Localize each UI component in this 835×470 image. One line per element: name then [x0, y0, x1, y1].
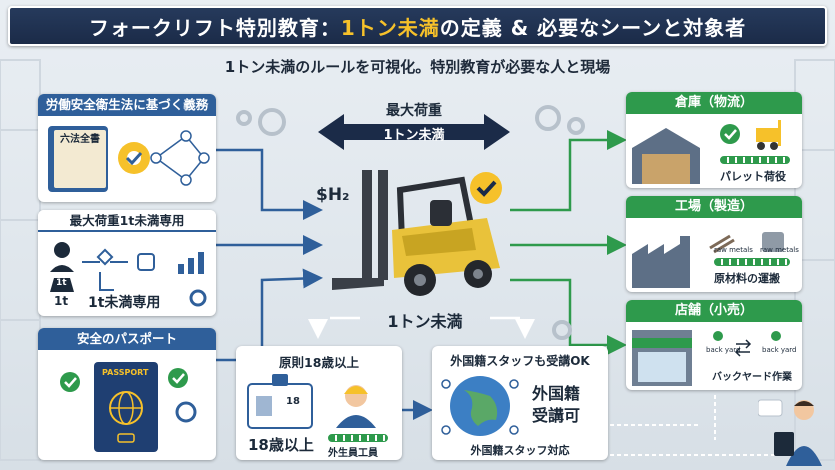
card-age: 原則18歳以上 18 18歳以上 外生員工員	[236, 346, 402, 460]
store-sign: STORE	[648, 324, 674, 332]
dedicated-illustration	[50, 242, 207, 307]
forklift-icon	[756, 120, 781, 150]
pipe-icon	[762, 232, 784, 252]
warehouse-progress-bar	[720, 156, 790, 164]
panel-law: 労働安全衛生法に基づく義務 六法全書	[38, 94, 216, 202]
card-foreign-line1: 外国籍	[532, 384, 581, 403]
card-age-badge: 外生員工員	[328, 448, 378, 459]
card-age-caption: 18歳以上	[248, 436, 314, 454]
capacity-double-arrow	[318, 114, 510, 150]
panel-factory: 工場（製造） raw metals raw metals 原材料の運搬	[626, 196, 802, 292]
id-number: 18	[286, 396, 300, 407]
capacity-label: 最大荷重	[386, 103, 442, 119]
passport-illustration	[60, 362, 197, 452]
panel-store-header: 店舗（小売）	[626, 300, 802, 322]
check-icon	[720, 124, 740, 144]
weight-icon	[50, 278, 74, 292]
id-card-illustration	[247, 374, 376, 429]
panel-warehouse-caption: パレット荷役	[720, 170, 786, 183]
passport-cover-text: PASSPORT	[102, 368, 149, 377]
title-part-3: の定義 & 必要なシーンと対象者	[439, 15, 747, 40]
panel-passport: 安全のパスポート PASSPORT	[38, 328, 216, 460]
forklift-bottom-label: 1トン未満	[387, 312, 463, 331]
panel-factory-caption: 原材料の運搬	[714, 272, 780, 285]
card-foreign-caption: 外国籍スタッフ対応	[470, 444, 570, 457]
manager-with-tablet-illustration	[758, 399, 822, 466]
person-icon	[50, 242, 74, 272]
title-highlight: 1トン未満	[340, 15, 440, 40]
worker-icon	[336, 385, 376, 428]
gear-icon	[118, 142, 150, 174]
factory-tag-1: raw metals	[714, 246, 753, 254]
check-icon	[60, 372, 80, 392]
bar-chart-icon	[178, 252, 204, 274]
check-icon	[470, 172, 502, 204]
panel-warehouse-header: 倉庫（物流）	[626, 92, 802, 114]
panel-law-header: 労働安全衛生法に基づく義務	[38, 94, 216, 116]
card-foreign-title: 外国籍スタッフも受講OK	[450, 354, 590, 368]
book-label: 六法全書	[60, 134, 100, 145]
title-part-1: フォークリフト特別教育：	[88, 15, 341, 40]
weight-badge: 1t	[56, 278, 67, 288]
warehouse-illustration	[632, 120, 781, 184]
age-progress-bar	[328, 434, 388, 442]
dedicated-caption: 1t未満専用	[88, 295, 161, 311]
panel-store-caption: バックヤード作業	[712, 372, 792, 383]
store-tag-2: back yard	[762, 346, 797, 354]
store-tag-1: back yard	[706, 346, 741, 354]
card-age-title: 原則18歳以上	[279, 355, 359, 370]
subtitle: 1トン未満のルールを可視化。特別教育が必要な人と現場	[224, 58, 611, 76]
swap-arrows-icon	[734, 339, 752, 357]
forklift-mark: $H₂	[316, 185, 350, 205]
rebar-icon	[709, 234, 735, 254]
card-foreign-line2: 受講可	[532, 406, 581, 425]
panel-dedicated-header: 最大荷重1t未満専用	[38, 210, 216, 232]
store-illustration	[632, 330, 781, 386]
capacity-value: 1トン未満	[383, 128, 445, 143]
check-icon	[168, 368, 188, 388]
factory-tag-2: raw metals	[760, 246, 799, 254]
page-title: フォークリフト特別教育：1トン未満の定義 & 必要なシーンと対象者	[8, 6, 827, 46]
factory-progress-bar	[714, 258, 790, 266]
weight-small-label: 1t	[54, 294, 69, 308]
card-foreign: 外国籍スタッフも受講OK 外国籍 受講可 外国籍スタッフ対応	[432, 346, 608, 460]
person-icon	[713, 331, 781, 341]
factory-illustration	[632, 232, 784, 288]
panel-factory-header: 工場（製造）	[626, 196, 802, 218]
gear-icon	[175, 401, 197, 423]
panel-store: 店舗（小売） STORE back yard back yard バックヤード作…	[626, 300, 802, 390]
forklift-illustration	[332, 170, 500, 296]
law-illustration	[48, 126, 210, 192]
panel-passport-header: 安全のパスポート	[38, 328, 216, 350]
gear-icon	[189, 289, 207, 307]
panel-dedicated: 最大荷重1t未満専用 1t 1t 1t未満専用	[38, 210, 216, 316]
panel-warehouse: 倉庫（物流） パレット荷役	[626, 92, 802, 188]
globe-icon	[441, 376, 519, 436]
